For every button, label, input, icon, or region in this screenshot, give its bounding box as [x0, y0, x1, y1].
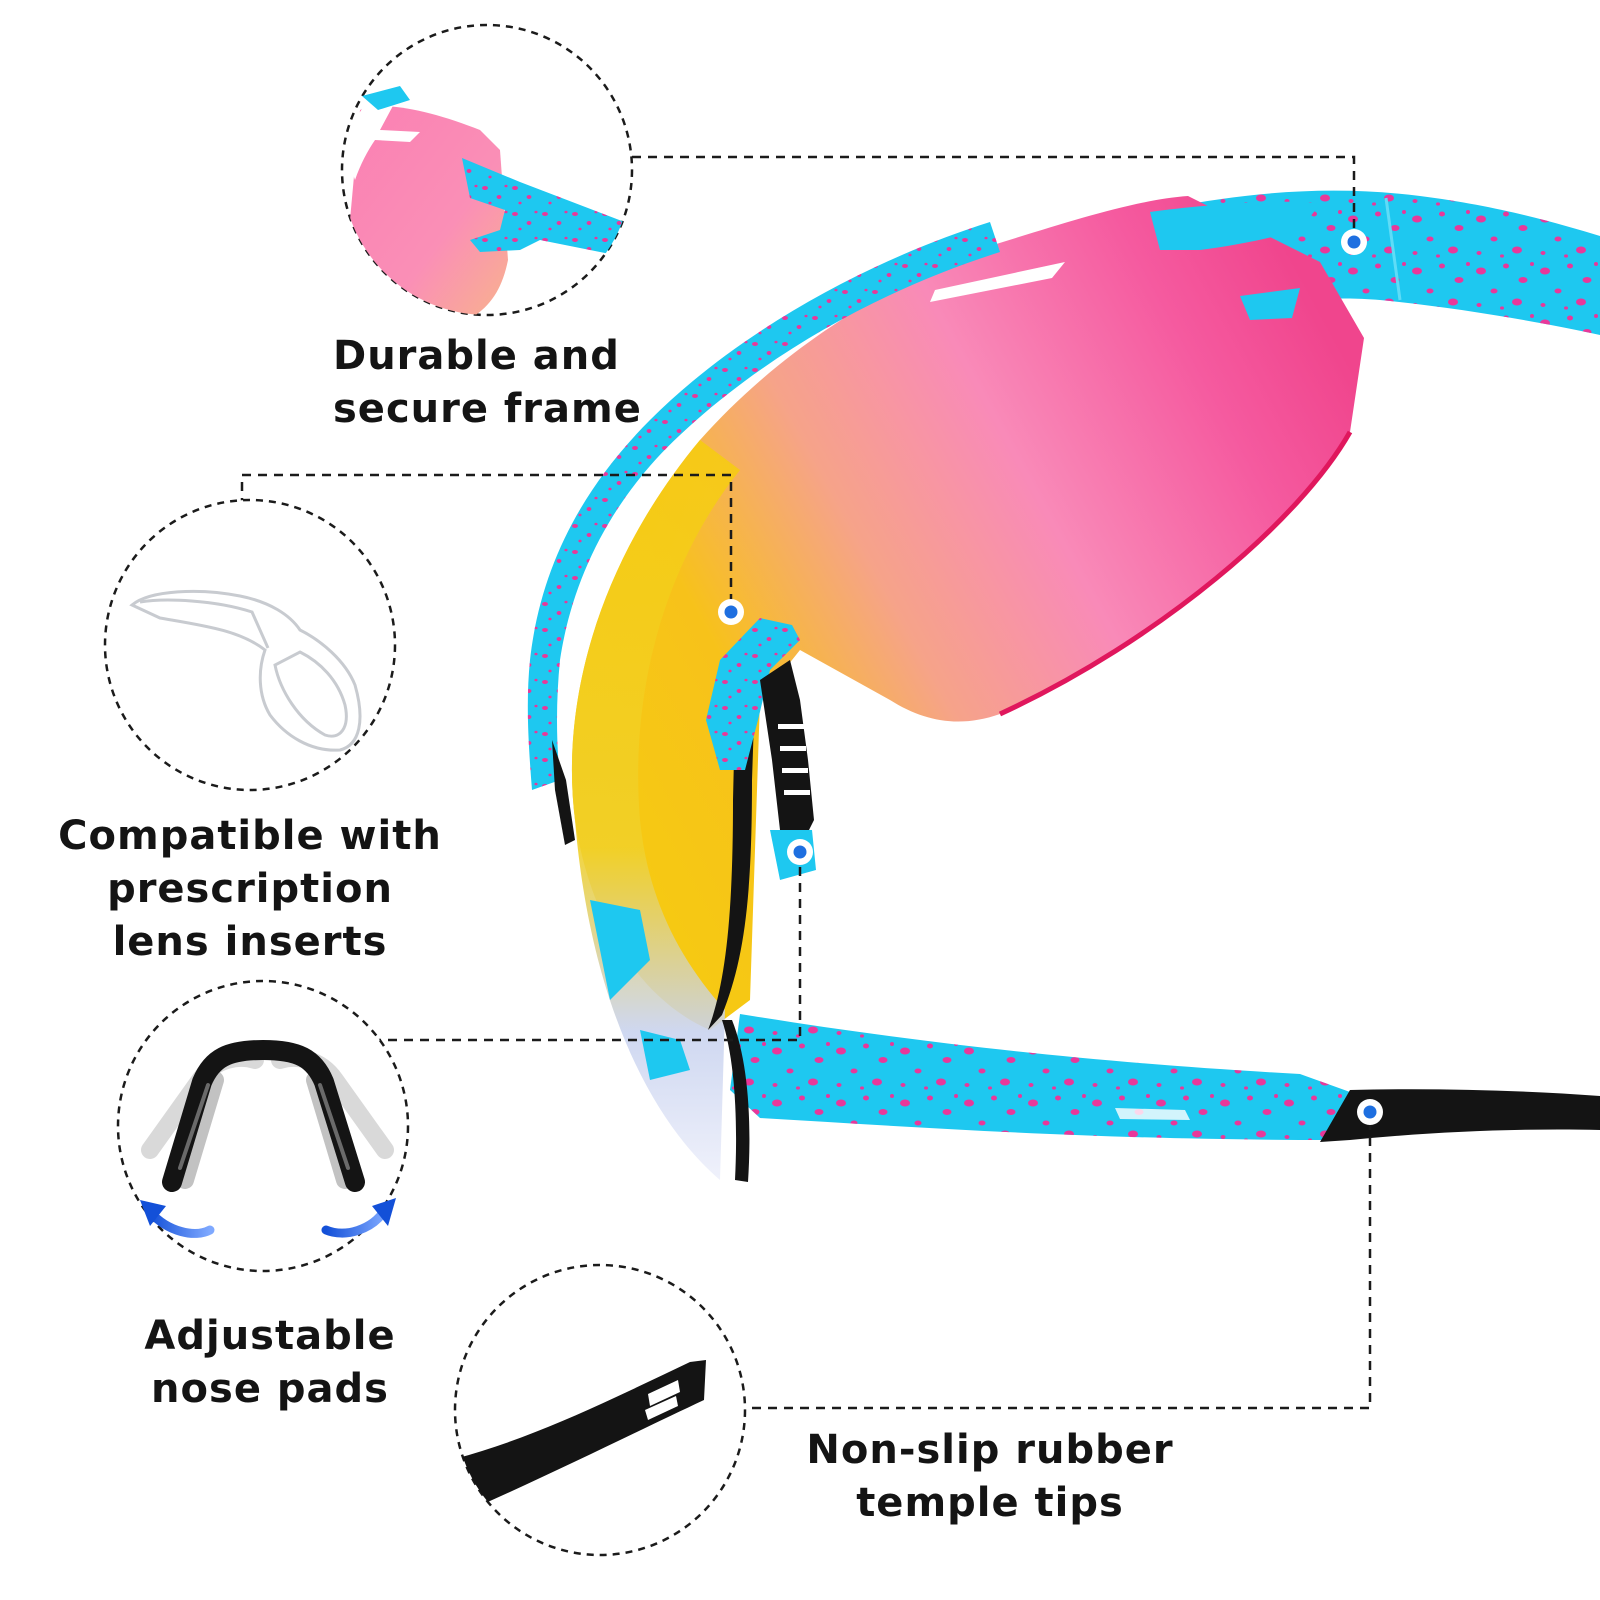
feature-markers [718, 229, 1383, 1125]
leader-lines [240, 155, 1372, 1410]
prescription-insert-icon [103, 498, 397, 792]
nose-pad-icon [116, 979, 410, 1273]
marker-nose-pad [787, 839, 813, 865]
frame-hinge-detail-icon [340, 23, 634, 317]
caption-durable-frame: Durable and secure frame [333, 333, 642, 432]
caption-temple-tips: Non-slip rubber temple tips [806, 1427, 1174, 1526]
caption-nose-pads: Adjustable nose pads [144, 1313, 396, 1412]
marker-prescription [718, 599, 744, 625]
marker-frame-hinge [1341, 229, 1367, 255]
marker-temple-tip [1357, 1099, 1383, 1125]
lower-temple-arm [730, 1014, 1600, 1142]
nose-bracket [706, 618, 816, 1182]
caption-prescription-inserts: Compatible with prescription lens insert… [58, 813, 442, 965]
shield-lens [571, 196, 1364, 1180]
temple-tip-icon [453, 1263, 747, 1557]
adjust-arrows-icon [140, 1198, 396, 1238]
frame-brow [527, 201, 1320, 1080]
